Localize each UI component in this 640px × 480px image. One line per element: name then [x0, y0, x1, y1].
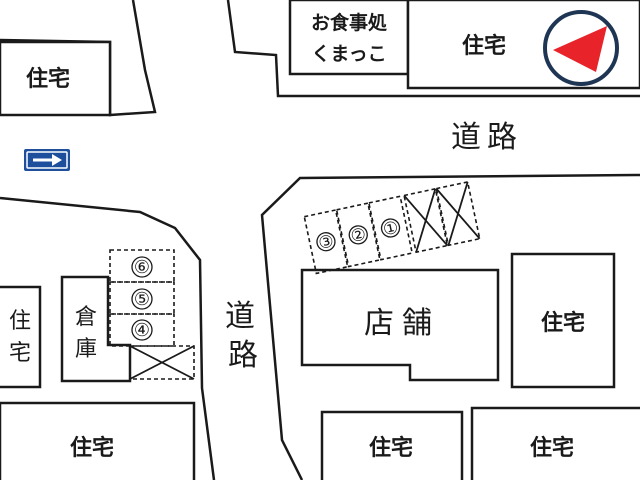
- house-left-edge: [0, 285, 42, 389]
- parking-cross-line: [447, 181, 469, 246]
- parking-right-group: ③ ② ①: [303, 181, 481, 275]
- label-warehouse-bottom: 庫: [75, 337, 97, 362]
- parking-number-4: ④: [134, 320, 150, 341]
- slot-number-ring: [348, 225, 368, 245]
- label-road-horizontal: 道路: [451, 120, 523, 155]
- compass-north-left-icon: [543, 10, 619, 86]
- parking-number-3: ③: [317, 231, 336, 254]
- parking-number-6: ⑥: [134, 257, 150, 278]
- house-mid-right: [510, 252, 616, 389]
- label-house-mid-right: 住宅: [541, 310, 585, 336]
- warehouse-building: [60, 275, 132, 383]
- label-house-left-vertical-bottom: 宅: [9, 341, 31, 366]
- road-edge-top-center: [226, 0, 640, 98]
- label-house-bottom-left: 住宅: [70, 435, 114, 461]
- label-house-bottom-right: 住宅: [530, 435, 574, 461]
- one-way-arrow-right-icon: [24, 149, 70, 171]
- label-house-left-vertical-top: 住: [9, 309, 31, 334]
- slot-number-ring: [380, 218, 401, 238]
- house-bottom-right: [470, 406, 640, 480]
- parking-slot-1: [367, 195, 414, 261]
- label-house-top-right: 住宅: [462, 33, 506, 59]
- parking-number-5: ⑤: [134, 289, 150, 310]
- slot-number-ring: [316, 232, 336, 252]
- road-edge-right-mid: [260, 173, 640, 480]
- parking-slot-2: [335, 202, 381, 268]
- label-house-top-left: 住宅: [26, 66, 70, 92]
- label-road-vertical-bottom: 路: [228, 338, 258, 373]
- parking-slot-blocked-b: [435, 181, 481, 247]
- label-shop: 店舗: [364, 306, 440, 341]
- house-bottom-center: [320, 410, 464, 480]
- parking-number-1: ①: [381, 218, 400, 241]
- slot-number-ring: [131, 256, 153, 278]
- label-restaurant-line1: お食事処: [311, 11, 387, 34]
- parking-slot-blocked-left: [129, 345, 195, 380]
- parking-slot-blocked-a: [403, 187, 449, 254]
- slot-number-ring: [131, 288, 153, 310]
- house-top-left: [0, 40, 112, 117]
- parking-slot-3: [303, 209, 349, 275]
- label-house-bottom-center: 住宅: [369, 435, 413, 461]
- road-edge-left-mid: [0, 196, 216, 480]
- parking-slot-4: [109, 313, 175, 347]
- label-restaurant-line2: くまっこ: [311, 43, 386, 65]
- label-warehouse-top: 倉: [75, 305, 97, 330]
- shop-building: [300, 268, 500, 382]
- parking-cross-line: [415, 188, 437, 253]
- slot-number-ring: [131, 319, 153, 341]
- label-road-vertical-top: 道: [225, 299, 255, 334]
- house-bottom-left: [0, 401, 196, 480]
- parking-number-2: ②: [349, 224, 368, 247]
- parking-cross-line: [129, 345, 195, 380]
